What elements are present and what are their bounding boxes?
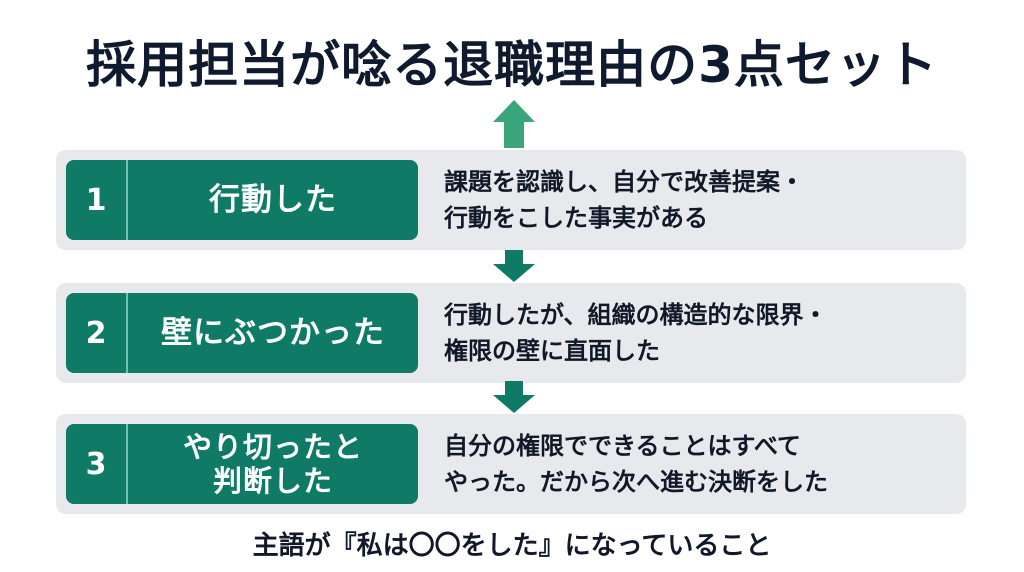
step-row-2: 2 壁にぶつかった 行動したが、組織の構造的な限界・ 権限の壁に直面した [56, 283, 966, 383]
step-number: 2 [66, 293, 128, 373]
page-title: 採用担当が唸る退職理由の3点セット [86, 36, 938, 94]
step-label-box: 1 行動した [66, 160, 418, 240]
step-label: 壁にぶつかった [161, 315, 385, 351]
step-label: 行動した [209, 182, 337, 218]
arrow-down-icon [493, 250, 535, 282]
step-number: 3 [66, 424, 128, 504]
step-description: 課題を認識し、自分で改善提案・ 行動をこした事実がある [444, 168, 804, 232]
step-row-3: 3 やり切ったと 判断した 自分の権限でできることはすべて やった。だから次へ進… [56, 414, 966, 514]
arrow-up-icon [493, 100, 535, 148]
footer-note: 主語が『私は〇〇をした』になっていること [252, 531, 772, 561]
step-row-1: 1 行動した 課題を認識し、自分で改善提案・ 行動をこした事実がある [56, 150, 966, 250]
step-number: 1 [66, 160, 128, 240]
step-description: 自分の権限でできることはすべて やった。だから次へ進む決断をした [444, 432, 828, 496]
step-description: 行動したが、組織の構造的な限界・ 権限の壁に直面した [444, 301, 828, 365]
step-label: やり切ったと 判断した [182, 430, 363, 498]
step-label-box: 3 やり切ったと 判断した [66, 424, 418, 504]
step-label-box: 2 壁にぶつかった [66, 293, 418, 373]
arrow-down-icon [493, 381, 535, 413]
